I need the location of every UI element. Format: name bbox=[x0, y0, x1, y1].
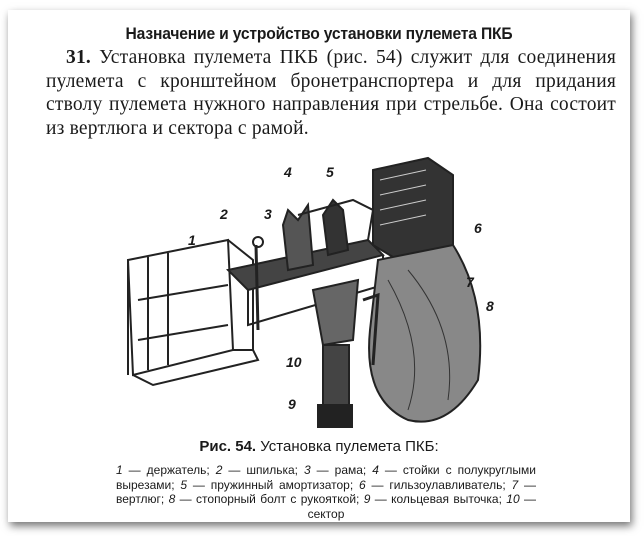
label-10: 10 bbox=[286, 354, 302, 370]
legend-number: 8 bbox=[168, 492, 176, 506]
legend-text: шпилька; bbox=[246, 463, 298, 477]
legend-number: 5 bbox=[180, 477, 188, 492]
legend-number: 1 bbox=[116, 463, 123, 477]
legend-text: рама; bbox=[334, 463, 367, 477]
label-2: 2 bbox=[220, 206, 228, 222]
section-heading: Назначение и устройство установки пулеме… bbox=[125, 24, 513, 43]
figure-legend: 1 — держатель; 2 — шпилька; 3 — рама; 4 … bbox=[116, 463, 537, 521]
legend-number: 7 bbox=[511, 477, 519, 492]
paragraph-31: 31. Установка пулемета ПКБ (рис. 54) слу… bbox=[46, 46, 616, 140]
document-page: Назначение и устройство установки пулеме… bbox=[8, 10, 630, 522]
legend-text: вертлюг; bbox=[116, 492, 165, 506]
legend-text: стойки с полукруглыми вырезами; bbox=[116, 463, 536, 492]
paragraph-text: Установка пулемета ПКБ (рис. 54) служит … bbox=[46, 47, 616, 139]
legend-number: 4 bbox=[372, 463, 379, 477]
legend-number: 9 bbox=[363, 492, 371, 506]
legend-number: 3 bbox=[303, 463, 311, 477]
legend-text: стопорный болт с рукояткой; bbox=[196, 492, 360, 506]
label-1: 1 bbox=[188, 232, 196, 248]
machine-gun-mount-drawing bbox=[126, 156, 482, 428]
legend-text: кольцевая выточка; bbox=[391, 492, 502, 506]
legend-number: 6 bbox=[359, 477, 366, 492]
legend-text: сектор bbox=[307, 506, 345, 521]
caption-number: Рис. 54. bbox=[199, 438, 257, 455]
label-5: 5 bbox=[326, 164, 334, 180]
label-4: 4 bbox=[284, 164, 292, 180]
figure-caption: Рис. 54. Установка пулемета ПКБ: bbox=[8, 438, 630, 455]
legend-text: гильзоулавливатель; bbox=[389, 477, 506, 492]
label-9: 9 bbox=[288, 396, 296, 412]
legend-number: 2 bbox=[215, 463, 223, 477]
label-3: 3 bbox=[264, 206, 272, 222]
legend-text: пружинный амортизатор; bbox=[210, 477, 354, 492]
label-7: 7 bbox=[466, 274, 474, 290]
figure-54-illustration: 1 2 3 4 5 6 7 8 9 10 bbox=[108, 150, 568, 440]
paragraph-number: 31. bbox=[66, 47, 91, 68]
legend-number: 10 bbox=[506, 492, 520, 506]
legend-text: держатель; bbox=[146, 463, 210, 477]
label-8: 8 bbox=[486, 298, 494, 314]
caption-title: Установка пулемета ПКБ: bbox=[260, 438, 439, 455]
label-6: 6 bbox=[474, 220, 482, 236]
